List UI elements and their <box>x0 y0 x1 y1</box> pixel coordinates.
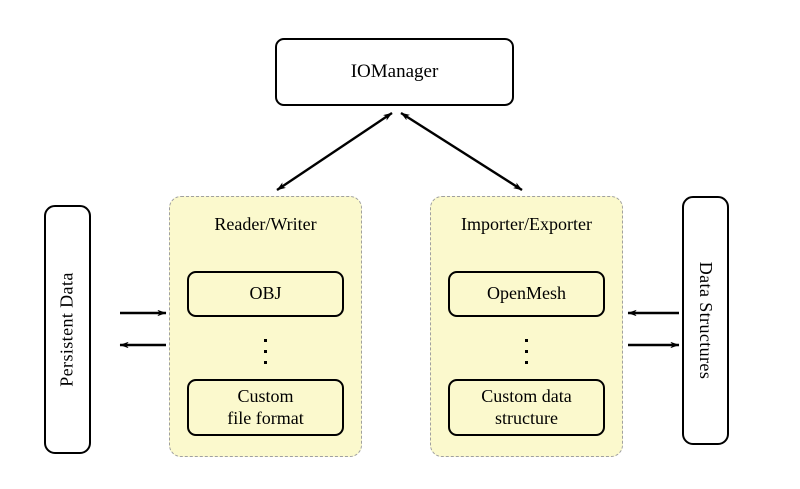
node-data-structures-label: Data Structures <box>696 261 716 380</box>
node-openmesh-label: OpenMesh <box>487 283 566 304</box>
group-reader-writer: Reader/Writer OBJ Custom file format <box>169 196 362 457</box>
node-custom-file-format[interactable]: Custom file format <box>187 379 344 436</box>
ellipsis-dot <box>264 338 267 342</box>
node-iomanager-label: IOManager <box>350 60 439 82</box>
arrow-iomanager-importerexporter <box>400 111 523 192</box>
ellipsis-dot <box>264 349 267 353</box>
ellipsis-importer-exporter <box>431 331 622 371</box>
group-reader-writer-title: Reader/Writer <box>214 214 317 234</box>
ellipsis-dot <box>525 360 528 364</box>
node-custom-file-format-line2: file format <box>227 407 304 428</box>
node-iomanager[interactable]: IOManager <box>275 38 514 106</box>
ellipsis-reader-writer <box>170 331 361 371</box>
node-data-structures[interactable]: Data Structures <box>682 196 729 445</box>
node-custom-data-structure[interactable]: Custom data structure <box>448 379 605 436</box>
node-custom-data-structure-label: Custom data structure <box>481 386 572 430</box>
ellipsis-dot <box>525 349 528 353</box>
arrow-iomanager-readerwriter <box>276 112 393 191</box>
group-importer-exporter: Importer/Exporter OpenMesh Custom data s… <box>430 196 623 457</box>
node-obj[interactable]: OBJ <box>187 271 344 317</box>
node-custom-data-structure-line1: Custom data <box>481 385 572 406</box>
node-custom-data-structure-line2: structure <box>495 407 558 428</box>
ellipsis-dot <box>264 360 267 364</box>
node-openmesh[interactable]: OpenMesh <box>448 271 605 317</box>
node-obj-label: OBJ <box>249 283 282 304</box>
node-custom-file-format-line1: Custom <box>237 385 294 406</box>
ellipsis-dot <box>525 338 528 342</box>
node-persistent-data[interactable]: Persistent Data <box>44 205 91 454</box>
node-custom-file-format-label: Custom file format <box>227 386 303 430</box>
group-importer-exporter-title: Importer/Exporter <box>461 214 592 234</box>
node-persistent-data-label: Persistent Data <box>57 272 78 387</box>
